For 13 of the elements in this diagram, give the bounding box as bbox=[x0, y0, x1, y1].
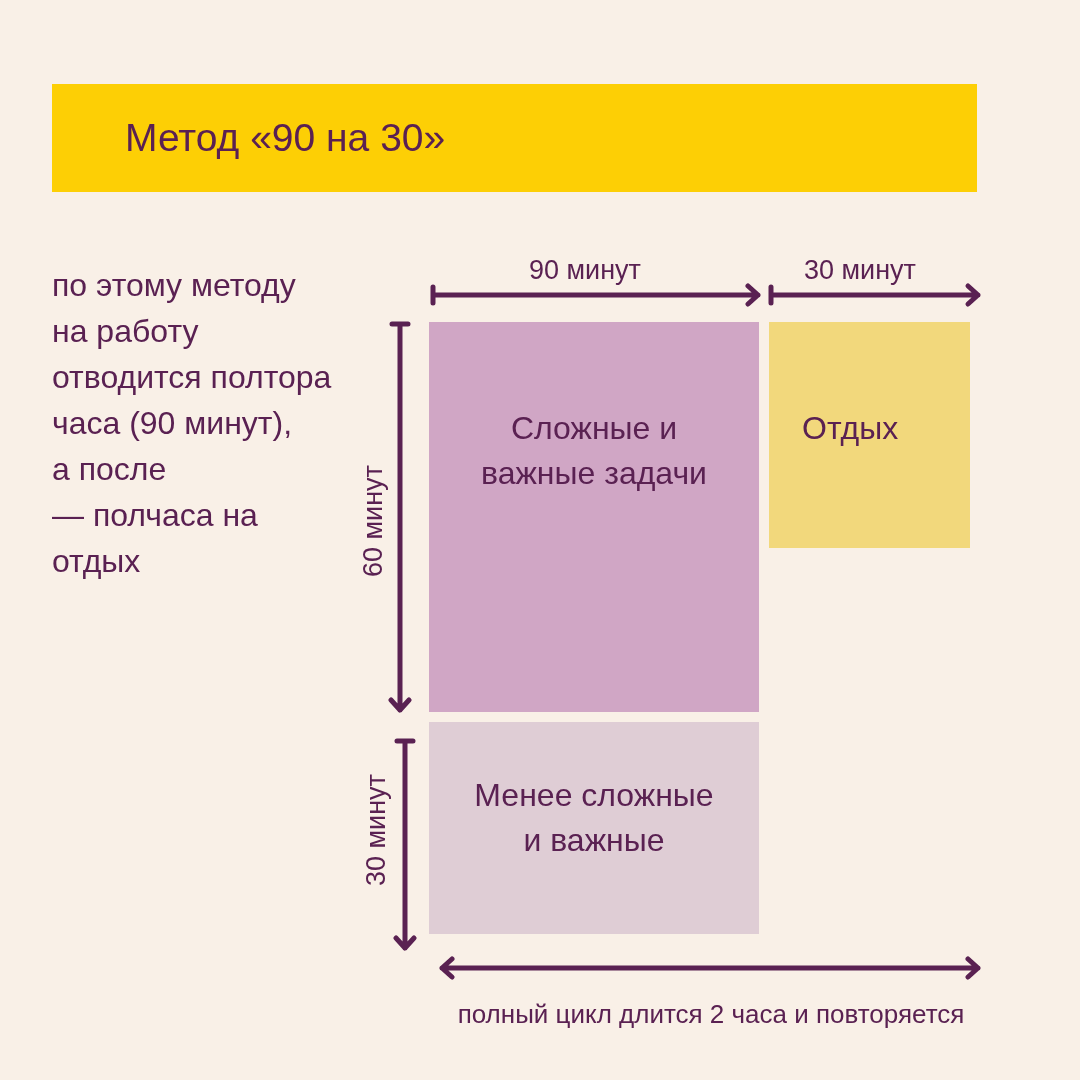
time-block bbox=[429, 722, 759, 934]
dimension-label: 60 минут bbox=[358, 465, 388, 577]
block-label: Сложные и важные задачи bbox=[480, 409, 708, 493]
title: Метод «90 на 30» bbox=[125, 115, 446, 161]
time-block bbox=[769, 322, 970, 548]
time-block bbox=[429, 322, 759, 712]
dimension-label: 90 минут bbox=[529, 255, 641, 285]
block-label: Отдых bbox=[802, 409, 899, 448]
dimension-label: 30 минут bbox=[361, 774, 391, 886]
description-text: по этому методу на работу отводится полтора часа (90 минут), а после — полчаса на отдых bbox=[52, 266, 332, 581]
block-label: Менее сложные и важные bbox=[473, 776, 715, 860]
dimension-label: полный цикл длится 2 часа и повторяется bbox=[457, 999, 965, 1029]
dimension-label: 30 минут bbox=[804, 255, 916, 285]
